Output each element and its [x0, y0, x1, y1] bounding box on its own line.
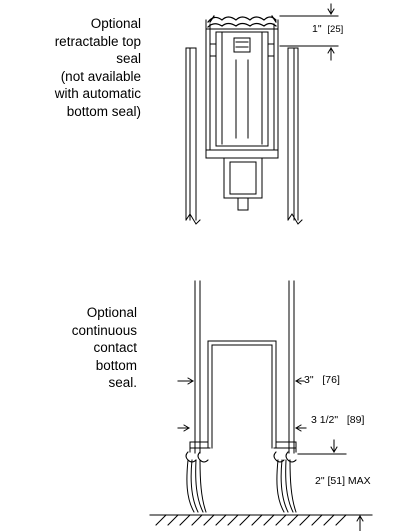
bottom-rail: [190, 442, 296, 448]
floor-hatch: [156, 515, 346, 525]
top-caption-line: seal: [116, 51, 141, 66]
width-3-dimension: 3" [76]: [304, 374, 340, 386]
top-gap-inches: 1": [312, 23, 322, 35]
top-brush-seal: [208, 16, 276, 27]
top-caption-line: (not available: [60, 68, 141, 84]
lower-block: [224, 158, 262, 198]
left-guide-outer: [186, 48, 196, 220]
top-gap-dimension: 1" [25]: [312, 23, 343, 35]
panel-left-line: [206, 20, 210, 150]
dim-3-5-arrow-left: [178, 425, 189, 431]
width-3-5-mm: [89]: [346, 414, 365, 426]
dim-3-arrow-right: [296, 378, 304, 384]
seal-fingers-left: [187, 460, 206, 512]
bottom-caption-line: seal.: [108, 375, 137, 390]
bottom-rail-ends: [190, 442, 296, 452]
bottom-seal-caption: Optional continuous contact bottom seal.: [0, 304, 137, 392]
top-seal-detail: [186, 4, 338, 224]
seal-hook-right: [274, 452, 296, 462]
bottom-caption-line: contact: [93, 340, 137, 355]
top-caption-line: bottom seal): [66, 103, 141, 119]
width-3-5-inches: 3 1/2": [311, 414, 339, 426]
lower-stem: [238, 198, 248, 210]
bottom-panel: [208, 341, 276, 448]
lower-housing: [206, 150, 278, 158]
width-3-5-dimension: 3 1/2" [89]: [311, 414, 364, 426]
bottom-caption-line: bottom: [95, 357, 137, 373]
top-caption-line: with automatic: [54, 86, 141, 101]
seal-hook-left: [186, 452, 208, 462]
right-guide-outer: [288, 48, 298, 220]
bottom-guide-right: [289, 281, 294, 453]
panel-right-line: [274, 20, 278, 150]
top-caption-line: Optional: [90, 16, 141, 31]
bottom-gap-label: 2" [51] MAX: [315, 475, 371, 487]
mechanism-box: [216, 32, 268, 146]
top-dim-extension: [280, 16, 338, 46]
top-caption-line: retractable top: [54, 33, 141, 49]
dim-3-arrow-left: [178, 378, 193, 384]
bottom-seal-detail: [150, 281, 372, 531]
mechanism-inner: [222, 32, 262, 144]
mechanism-tabs: [210, 44, 274, 56]
bottom-caption-line: continuous: [71, 322, 137, 338]
bottom-panel-inner: [212, 345, 272, 448]
width-3-mm: [76]: [322, 374, 340, 386]
top-dim-arrow-down: [328, 4, 334, 14]
mechanism-nut-detail: [236, 42, 248, 47]
dim-2-arrow-up: [357, 516, 363, 531]
mechanism-slot: [236, 60, 248, 138]
bottom-caption-line: Optional: [86, 305, 137, 320]
top-dim-arrow-up: [328, 48, 334, 60]
top-seal-caption: Optional retractable top seal (not avail…: [0, 15, 141, 120]
width-3-inches: 3": [304, 374, 314, 386]
dim-3-5-arrow-right: [296, 425, 306, 431]
bottom-guide-left: [195, 281, 200, 453]
top-gap-mm: [25]: [327, 24, 344, 35]
bottom-gap-dimension: 2" [51] MAX: [315, 475, 371, 487]
mechanism-nut: [234, 38, 250, 52]
top-break-lines: [186, 214, 302, 224]
dim-2-arrow-down: [331, 440, 337, 452]
seal-fingers-right: [277, 460, 296, 512]
